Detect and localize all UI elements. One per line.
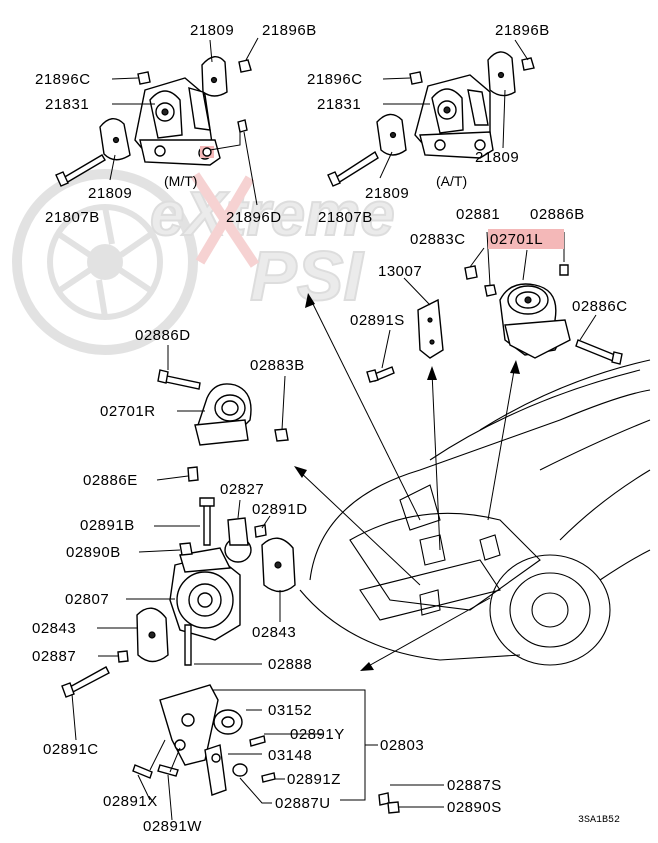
label-02886d[interactable]: 02886D: [135, 327, 191, 344]
label-02890b[interactable]: 02890B: [66, 544, 121, 561]
variant-label-at: (A/T): [436, 173, 467, 189]
label-02701r[interactable]: 02701R: [100, 403, 156, 420]
label-02887s[interactable]: 02887S: [447, 777, 502, 794]
variant-label-mt: (M/T): [164, 173, 197, 189]
leader-lines: [71, 37, 597, 821]
label-02891d[interactable]: 02891D: [252, 501, 308, 518]
label-02886c[interactable]: 02886C: [572, 298, 628, 315]
at-mount-assembly: [327, 51, 535, 187]
label-21809-mt[interactable]: 21809: [190, 22, 234, 39]
label-02891x[interactable]: 02891X: [103, 793, 158, 810]
bracket-13007: [366, 298, 444, 383]
label-03148[interactable]: 03148: [268, 747, 312, 764]
label-21807b-at[interactable]: 21807B: [318, 209, 373, 226]
label-02891w[interactable]: 02891W: [143, 818, 202, 835]
label-02883c[interactable]: 02883C: [410, 231, 466, 248]
highlight-02701l: [488, 229, 564, 249]
label-02888[interactable]: 02888: [268, 656, 312, 673]
label-02887[interactable]: 02887: [32, 648, 76, 665]
label-02827[interactable]: 02827: [220, 481, 264, 498]
mt-mount-assembly: [55, 56, 252, 187]
label-02891s[interactable]: 02891S: [350, 312, 405, 329]
label-02887u[interactable]: 02887U: [275, 795, 331, 812]
watermark-text-top: eXtreme: [150, 180, 395, 249]
label-13007[interactable]: 13007: [378, 263, 422, 280]
diagram-code: 3SA1B52: [578, 815, 620, 826]
label-21809-at[interactable]: 21809: [475, 149, 519, 166]
label-21809b-mt[interactable]: 21809: [88, 185, 132, 202]
watermark: eXtreme PSI: [12, 169, 396, 355]
turbo-wheel-icon: [12, 169, 198, 355]
label-02886b[interactable]: 02886B: [530, 206, 585, 223]
roll-stop-assembly: [132, 684, 400, 814]
label-21896d[interactable]: 21896D: [226, 209, 282, 226]
label-21896c-at[interactable]: 21896C: [307, 71, 363, 88]
label-02843b[interactable]: 02843: [252, 624, 296, 641]
label-21807b-mt[interactable]: 21807B: [45, 209, 100, 226]
mount-02701r-assembly: [157, 369, 289, 446]
label-21831-mt[interactable]: 21831: [45, 96, 89, 113]
label-02883b[interactable]: 02883B: [250, 357, 305, 374]
part-labels: 21809 21896B 21896C 21831 21809 21807B 2…: [32, 22, 628, 835]
label-02891c[interactable]: 02891C: [43, 741, 99, 758]
label-02807[interactable]: 02807: [65, 591, 109, 608]
label-21896c-mt[interactable]: 21896C: [35, 71, 91, 88]
label-02886e[interactable]: 02886E: [83, 472, 138, 489]
label-02891b[interactable]: 02891B: [80, 517, 135, 534]
label-02881[interactable]: 02881: [456, 206, 500, 223]
label-02891z[interactable]: 02891Z: [287, 771, 341, 788]
label-21831-at[interactable]: 21831: [317, 96, 361, 113]
mount-02701l-assembly: [464, 264, 623, 365]
label-03152[interactable]: 03152: [268, 702, 312, 719]
label-02890s[interactable]: 02890S: [447, 799, 502, 816]
label-02701l[interactable]: 02701L: [490, 231, 543, 248]
label-02843a[interactable]: 02843: [32, 620, 76, 637]
label-21809b-at[interactable]: 21809: [365, 185, 409, 202]
label-02803[interactable]: 02803: [380, 737, 424, 754]
label-21896b-at[interactable]: 21896B: [495, 22, 550, 39]
car-body-outline: [299, 359, 651, 666]
front-mount-assembly: [61, 466, 296, 698]
label-21896b-mt[interactable]: 21896B: [262, 22, 317, 39]
label-02891y[interactable]: 02891Y: [290, 726, 345, 743]
